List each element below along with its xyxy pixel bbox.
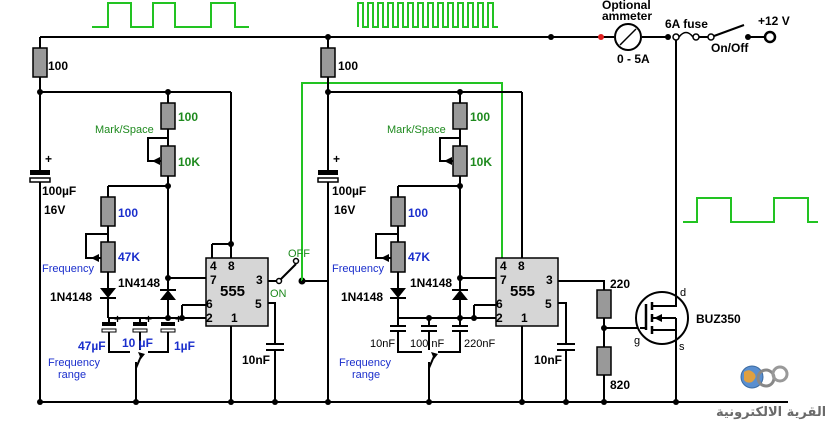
frequency-1-label: Frequency xyxy=(42,263,94,275)
freq-range-2-line2: range xyxy=(352,369,380,381)
svg-text:5: 5 xyxy=(545,297,552,311)
cap-range-a-label: 47µF xyxy=(78,339,106,353)
cap-bulk-1-value: 100µF xyxy=(42,184,76,198)
svg-text:8: 8 xyxy=(228,259,235,273)
ic-555-1 xyxy=(205,257,269,327)
waveform-output xyxy=(683,197,818,223)
supply-label: +12 V xyxy=(758,14,790,28)
svg-text:2: 2 xyxy=(496,311,503,325)
cap-range-b-label: 10 µF xyxy=(122,336,153,350)
r-ms-1-label: 100 xyxy=(178,110,198,124)
switch-on-label: ON xyxy=(270,288,287,300)
r-gate-top-label: 220 xyxy=(610,277,630,291)
svg-text:+: + xyxy=(45,152,52,166)
pot-ms-1-label: 10K xyxy=(178,155,200,169)
svg-text:+: + xyxy=(145,312,152,326)
ammeter-junction xyxy=(598,34,604,40)
r-ms-2-label: 100 xyxy=(470,110,490,124)
ammeter-range: 0 - 5A xyxy=(617,52,650,66)
diode-b-2-label: 1N4148 xyxy=(410,276,452,290)
freq-range-1-line1: Frequency xyxy=(48,357,100,369)
r-freq-1-label: 100 xyxy=(118,206,138,220)
switch-off-label: OFF xyxy=(288,248,310,260)
cap-ctrl-2-label: 10nF xyxy=(534,353,562,367)
ammeter-label-line1: Optional xyxy=(602,0,651,12)
stage-1: + xyxy=(29,37,306,402)
diode-a-2-label: 1N4148 xyxy=(341,290,383,304)
freq-range-1-line2: range xyxy=(58,369,86,381)
chip-2-label: 555 xyxy=(510,283,535,300)
pot-freq-1-label: 47K xyxy=(118,250,140,264)
cap-bulk-1-voltage: 16V xyxy=(44,203,65,217)
supply-terminal xyxy=(763,30,777,44)
chip-1-label: 555 xyxy=(220,283,245,300)
junction xyxy=(548,34,554,40)
resistor-gate-bottom xyxy=(596,346,612,376)
ammeter-label-line2: ammeter xyxy=(602,9,652,23)
cap-range-c-label: 1µF xyxy=(174,339,195,353)
svg-text:8: 8 xyxy=(518,259,525,273)
stage-2: + xyxy=(317,37,640,402)
r-top-2-label: 100 xyxy=(338,59,358,73)
frequency-2-label: Frequency xyxy=(332,263,384,275)
cap-bulk-1-plate xyxy=(30,170,50,175)
ammeter xyxy=(614,23,642,51)
fuse xyxy=(672,31,700,41)
r-gate-bottom-label: 820 xyxy=(610,378,630,392)
svg-text:2: 2 xyxy=(206,311,213,325)
svg-text:1: 1 xyxy=(231,311,238,325)
junction xyxy=(745,34,751,40)
onoff-switch xyxy=(707,24,745,41)
cap-ctrl-1-label: 10nF xyxy=(242,353,270,367)
watermark-text: القرية الالكترونية xyxy=(716,405,825,420)
diode-a-1-label: 1N4148 xyxy=(50,290,92,304)
waveform-fast xyxy=(357,2,498,28)
resistor-top-1 xyxy=(32,47,48,78)
r-freq-2-label: 100 xyxy=(408,206,428,220)
pot-freq-2-label: 47K xyxy=(408,250,430,264)
resistor-gate-top xyxy=(596,289,612,319)
resistor-top-2 xyxy=(320,47,336,78)
green-reset-wire xyxy=(301,82,503,281)
cap-range-d-label: 10nF xyxy=(370,338,395,350)
mosfet-d-label: d xyxy=(680,287,686,299)
svg-text:7: 7 xyxy=(210,273,217,287)
svg-text:7: 7 xyxy=(500,273,507,287)
fuse-label: 6A fuse xyxy=(665,17,708,31)
ic-555-2 xyxy=(495,257,559,327)
watermark-logo xyxy=(740,365,789,389)
svg-text:4: 4 xyxy=(210,259,217,273)
svg-text:5: 5 xyxy=(255,297,262,311)
svg-text:+: + xyxy=(175,312,182,326)
svg-text:6: 6 xyxy=(496,297,503,311)
cap-range-f-label: 220nF xyxy=(464,338,495,350)
svg-text:3: 3 xyxy=(256,273,263,287)
svg-text:+: + xyxy=(333,152,340,166)
junction xyxy=(665,34,671,40)
pot-ms-2-label: 10K xyxy=(470,155,492,169)
cap-bulk-2-value: 100µF xyxy=(332,184,366,198)
svg-text:6: 6 xyxy=(206,297,213,311)
mosfet-label: BUZ350 xyxy=(696,312,741,326)
mark-space-1-label: Mark/Space xyxy=(95,124,154,136)
svg-text:+: + xyxy=(114,312,121,326)
mosfet-s-label: s xyxy=(679,341,685,353)
waveform-slow xyxy=(92,2,249,28)
mosfet xyxy=(635,291,689,402)
cap-bulk-2-voltage: 16V xyxy=(334,203,355,217)
mosfet-g-label: g xyxy=(634,335,640,347)
svg-text:3: 3 xyxy=(546,273,553,287)
freq-range-2-line1: Frequency xyxy=(339,357,391,369)
svg-text:4: 4 xyxy=(500,259,507,273)
diode-b-1-label: 1N4148 xyxy=(118,276,160,290)
r-top-1-label: 100 xyxy=(48,59,68,73)
cap-range-e-label: 100 nF xyxy=(410,338,445,350)
onoff-label: On/Off xyxy=(711,41,749,55)
svg-text:1: 1 xyxy=(521,311,528,325)
mark-space-2-label: Mark/Space xyxy=(387,124,446,136)
